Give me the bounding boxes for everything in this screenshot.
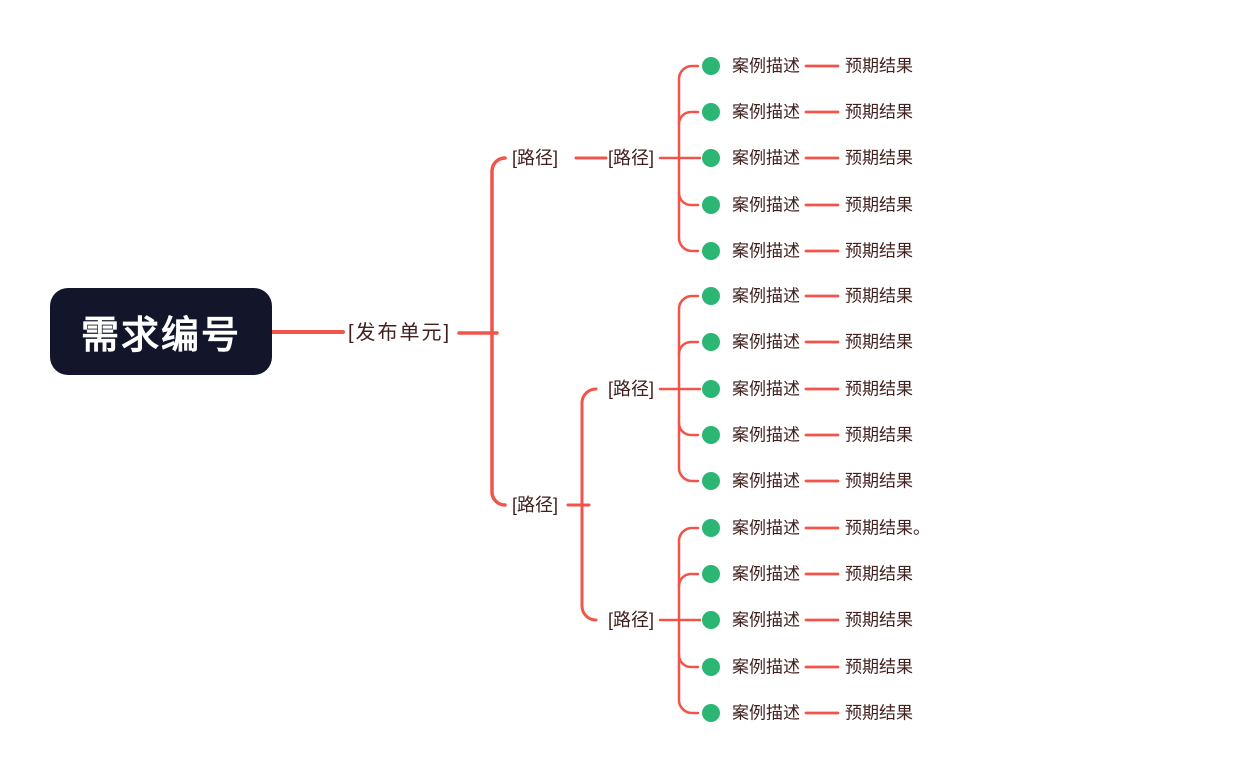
bracket-group2-hook [677, 340, 700, 356]
case-dot-icon [702, 103, 720, 121]
expected-result-label[interactable]: 预期结果 [845, 610, 913, 630]
bracket-group1-hook [677, 191, 700, 207]
case-description-label[interactable]: 案例描述 [732, 102, 800, 122]
case-dot-icon [702, 565, 720, 583]
expected-result-label[interactable]: 预期结果 [845, 195, 913, 215]
trunk-level2 [580, 387, 598, 622]
case-dot-icon [702, 57, 720, 75]
root-node[interactable]: 需求编号 [50, 288, 272, 375]
case-dot-icon [702, 472, 720, 490]
case-dot-icon [702, 519, 720, 537]
case-description-label[interactable]: 案例描述 [732, 241, 800, 261]
expected-result-label[interactable]: 预期结果 [845, 425, 913, 445]
case-dot-icon [702, 380, 720, 398]
bracket-group1-hook [677, 110, 700, 126]
trunk-level1 [490, 156, 507, 507]
case-description-label[interactable]: 案例描述 [732, 332, 800, 352]
expected-result-label[interactable]: 预期结果 [845, 102, 913, 122]
expected-result-label[interactable]: 预期结果。 [845, 518, 930, 538]
case-dot-icon [702, 196, 720, 214]
path-node-group3[interactable]: [路径] [608, 610, 655, 630]
case-dot-icon [702, 704, 720, 722]
root-node-label: 需求编号 [80, 315, 241, 357]
case-description-label[interactable]: 案例描述 [732, 703, 800, 723]
case-description-label[interactable]: 案例描述 [732, 564, 800, 584]
expected-result-label[interactable]: 预期结果 [845, 241, 913, 261]
case-description-label[interactable]: 案例描述 [732, 471, 800, 491]
expected-result-label[interactable]: 预期结果 [845, 471, 913, 491]
expected-result-label[interactable]: 预期结果 [845, 657, 913, 677]
case-description-label[interactable]: 案例描述 [732, 657, 800, 677]
bracket-group3-hook [677, 653, 700, 669]
case-dot-icon [702, 426, 720, 444]
case-description-label[interactable]: 案例描述 [732, 518, 800, 538]
case-description-label[interactable]: 案例描述 [732, 610, 800, 630]
case-description-label[interactable]: 案例描述 [732, 425, 800, 445]
expected-result-label[interactable]: 预期结果 [845, 148, 913, 168]
case-dot-icon [702, 658, 720, 676]
bracket-group3-hook [677, 572, 700, 588]
path-node-group2[interactable]: [路径] [608, 379, 655, 399]
expected-result-label[interactable]: 预期结果 [845, 332, 913, 352]
case-description-label[interactable]: 案例描述 [732, 148, 800, 168]
case-dot-icon [702, 333, 720, 351]
expected-result-label[interactable]: 预期结果 [845, 56, 913, 76]
case-description-label[interactable]: 案例描述 [732, 286, 800, 306]
expected-result-label[interactable]: 预期结果 [845, 564, 913, 584]
expected-result-label[interactable]: 预期结果 [845, 379, 913, 399]
expected-result-label[interactable]: 预期结果 [845, 703, 913, 723]
path-node-branch1[interactable]: [路径] [512, 148, 559, 168]
case-dot-icon [702, 611, 720, 629]
case-dot-icon [702, 242, 720, 260]
path-node-group1[interactable]: [路径] [608, 148, 655, 168]
bracket-group2-hook [677, 421, 700, 437]
case-description-label[interactable]: 案例描述 [732, 195, 800, 215]
path-node-branch2[interactable]: [路径] [512, 495, 559, 515]
case-dot-icon [702, 287, 720, 305]
case-description-label[interactable]: 案例描述 [732, 56, 800, 76]
expected-result-label[interactable]: 预期结果 [845, 286, 913, 306]
case-description-label[interactable]: 案例描述 [732, 379, 800, 399]
connectors [270, 64, 840, 715]
release-unit-node[interactable]: [发布单元] [348, 322, 452, 344]
case-dot-icon [702, 149, 720, 167]
